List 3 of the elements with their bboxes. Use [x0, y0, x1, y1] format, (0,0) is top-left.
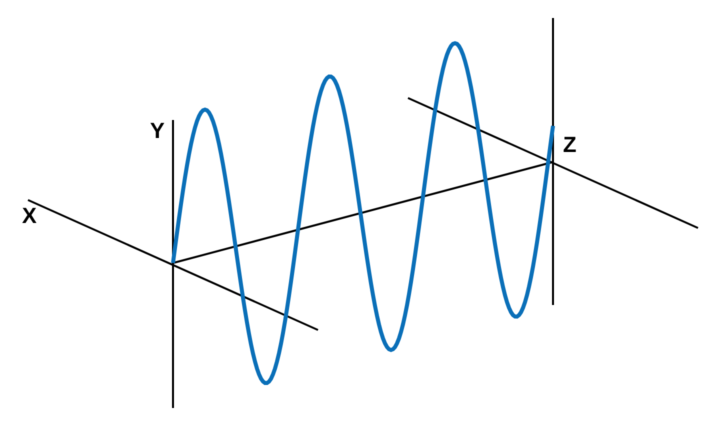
axis-label: Z [563, 134, 576, 156]
axis-label: X [22, 205, 37, 227]
axis-label: Y [150, 120, 165, 142]
